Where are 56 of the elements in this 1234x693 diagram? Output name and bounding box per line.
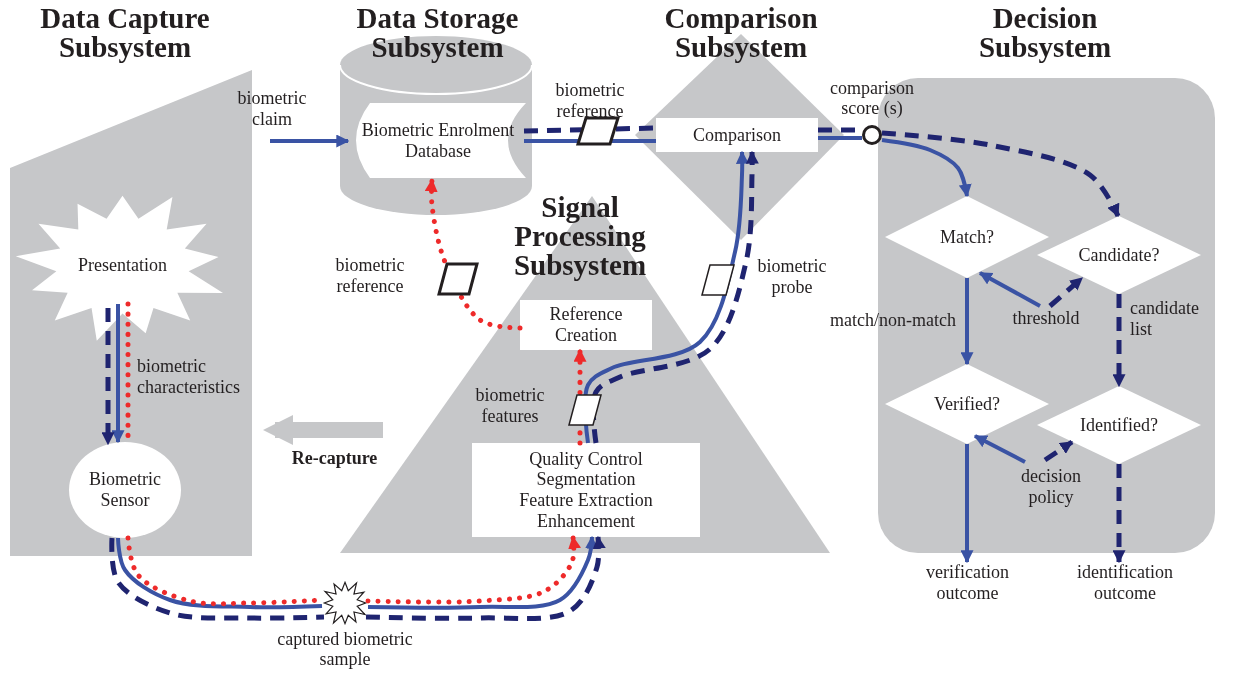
recapture-arrow: [263, 415, 383, 445]
edge-label: Re-capture: [290, 448, 379, 469]
arrow: [1048, 276, 1084, 308]
connector-line: [818, 136, 862, 140]
flow-label: biometric claim: [236, 88, 308, 130]
subsystem-heading: Comparison Subsystem: [663, 4, 819, 62]
arrow: [111, 304, 125, 444]
node-label: Quality Control: [529, 448, 643, 470]
subsystem-heading: Decision Subsystem: [977, 4, 1113, 62]
edge-label: biometric characteristics: [137, 356, 241, 398]
arrow: [978, 271, 1041, 308]
flow-label: identification outcome: [1076, 562, 1174, 604]
edge-label: biometric probe: [756, 256, 828, 298]
edge-label: candidate list: [1130, 298, 1200, 340]
node-label: Biometric Enrolment Database: [360, 119, 516, 162]
edge-label: biometric reference: [554, 80, 626, 122]
arrow: [881, 130, 1121, 218]
arrow: [1112, 464, 1126, 564]
flow-label: verification outcome: [925, 562, 1010, 604]
arrow: [960, 444, 974, 564]
node-label: Candidate?: [1078, 244, 1160, 266]
arrow: [960, 278, 974, 366]
process-box: [472, 443, 700, 537]
subsystem-heading: Data Storage Subsystem: [355, 4, 520, 62]
process-box: [520, 300, 652, 350]
arrow: [1043, 439, 1074, 463]
subsystem-heading: Signal Processing Subsystem: [512, 193, 648, 280]
connector-line: [109, 537, 325, 621]
arrow: [973, 434, 1026, 464]
node-label: Biometric Sensor: [88, 469, 162, 511]
node-label: Reference Creation: [548, 304, 624, 346]
arrow: [270, 134, 350, 148]
edge-label: match/non-match: [829, 310, 956, 331]
node-label: Identified?: [1080, 414, 1158, 436]
node-caption: comparison score (s): [829, 79, 915, 119]
node-caption: captured biometric sample: [276, 630, 414, 670]
flow-label: threshold: [1012, 308, 1080, 329]
arrow: [101, 308, 115, 446]
node-label: Verified?: [934, 393, 1000, 415]
flow-label: decision policy: [1020, 466, 1082, 508]
node-label: Match?: [940, 226, 994, 248]
arrow: [367, 535, 598, 610]
node-label: Feature Extraction: [519, 490, 653, 511]
node-label: Comparison: [693, 124, 781, 146]
arrow: [365, 534, 581, 605]
edge-label: biometric reference: [334, 255, 406, 297]
arrow: [365, 535, 606, 622]
edge-label: biometric features: [474, 385, 546, 427]
node-label: Presentation: [78, 255, 167, 276]
arrow: [1112, 294, 1126, 388]
subsystem-heading: Data Capture Subsystem: [39, 4, 211, 62]
arrow: [424, 177, 523, 331]
process-box: [656, 118, 818, 152]
arrow: [881, 138, 972, 198]
node-label: Enhancement: [537, 510, 635, 532]
node-label: Segmentation: [536, 469, 636, 490]
